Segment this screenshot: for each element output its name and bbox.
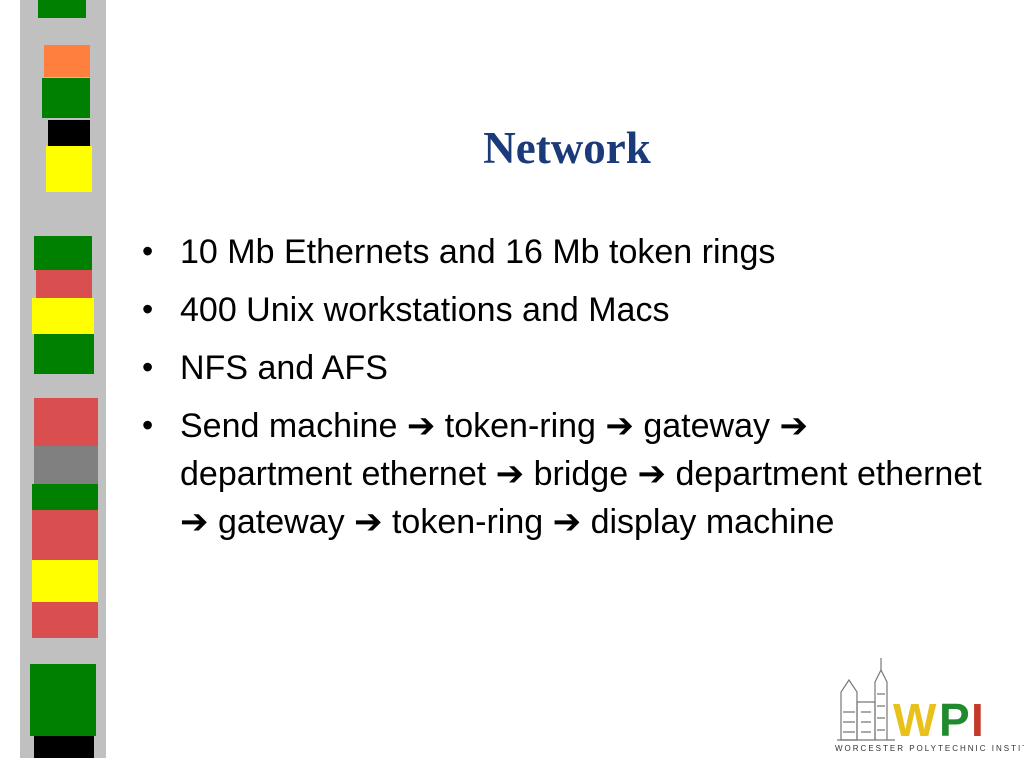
stripe-block	[32, 510, 98, 560]
bullet-text: display machine	[590, 503, 835, 541]
bullet-text: bridge	[533, 455, 629, 493]
bullet-text: department ethernet	[675, 455, 982, 493]
stripe-block	[32, 484, 98, 510]
arrow-right-icon: ➔	[397, 407, 445, 445]
slide-title: Network	[483, 123, 651, 174]
stripe-block	[38, 0, 86, 18]
stripe-block	[32, 560, 98, 602]
arrow-right-icon: ➔	[595, 407, 644, 445]
stripe-block	[34, 446, 98, 484]
bullet-text: NFS and AFS	[180, 349, 388, 387]
logo-caption: WORCESTER POLYTECHNIC INSTITUTE	[835, 744, 1024, 753]
bullet-text: gateway	[217, 503, 345, 541]
bullet-item: • NFS and AFS	[142, 344, 987, 392]
bullet-item: • Send machine ➔ token-ring ➔ gateway ➔ d…	[142, 402, 987, 546]
arrow-right-icon: ➔	[180, 503, 218, 541]
stripe-block	[48, 120, 90, 146]
bullet-item: • 10 Mb Ethernets and 16 Mb token rings	[142, 228, 987, 276]
bullet-list: • 10 Mb Ethernets and 16 Mb token rings • 4…	[142, 228, 987, 556]
svg-text:P: P	[939, 694, 970, 746]
svg-text:I: I	[971, 694, 984, 746]
wpi-wordmark: W P I	[893, 694, 984, 746]
bullet-item: • 400 Unix workstations and Macs	[142, 286, 987, 334]
tower-illustration	[837, 658, 895, 741]
bullet-text: gateway	[643, 407, 770, 445]
bullet-text: token-ring	[391, 503, 544, 541]
arrow-right-icon: ➔	[486, 455, 534, 493]
svg-text:W: W	[893, 694, 937, 746]
bullet-dot-icon: •	[142, 233, 154, 269]
bullet-text: Send machine	[180, 407, 398, 445]
arrow-right-icon: ➔	[770, 407, 808, 445]
bullet-text: department ethernet	[180, 455, 487, 493]
bullet-dot-icon: •	[142, 291, 154, 327]
bullet-text: token-ring	[444, 407, 596, 445]
stripe-block	[44, 45, 90, 77]
decorative-stripe-bar	[20, 0, 106, 758]
stripe-block	[36, 270, 92, 298]
stripe-block	[34, 236, 92, 270]
arrow-right-icon: ➔	[628, 455, 676, 493]
stripe-block	[34, 334, 94, 374]
bullet-dot-icon: •	[142, 407, 154, 443]
bullet-text: 10 Mb Ethernets and 16 Mb token rings	[180, 233, 776, 271]
stripe-block	[32, 298, 94, 334]
wpi-logo: W P I	[837, 658, 984, 746]
stripe-block	[32, 602, 98, 638]
stripe-block	[42, 78, 90, 118]
bullet-dot-icon: •	[142, 349, 154, 385]
arrow-right-icon: ➔	[543, 503, 591, 541]
arrow-right-icon: ➔	[344, 503, 392, 541]
stripe-block	[30, 664, 96, 736]
bullet-text: 400 Unix workstations and Macs	[180, 291, 670, 329]
stripe-block	[46, 146, 92, 192]
stripe-block	[34, 398, 98, 446]
stripe-block	[34, 736, 94, 758]
